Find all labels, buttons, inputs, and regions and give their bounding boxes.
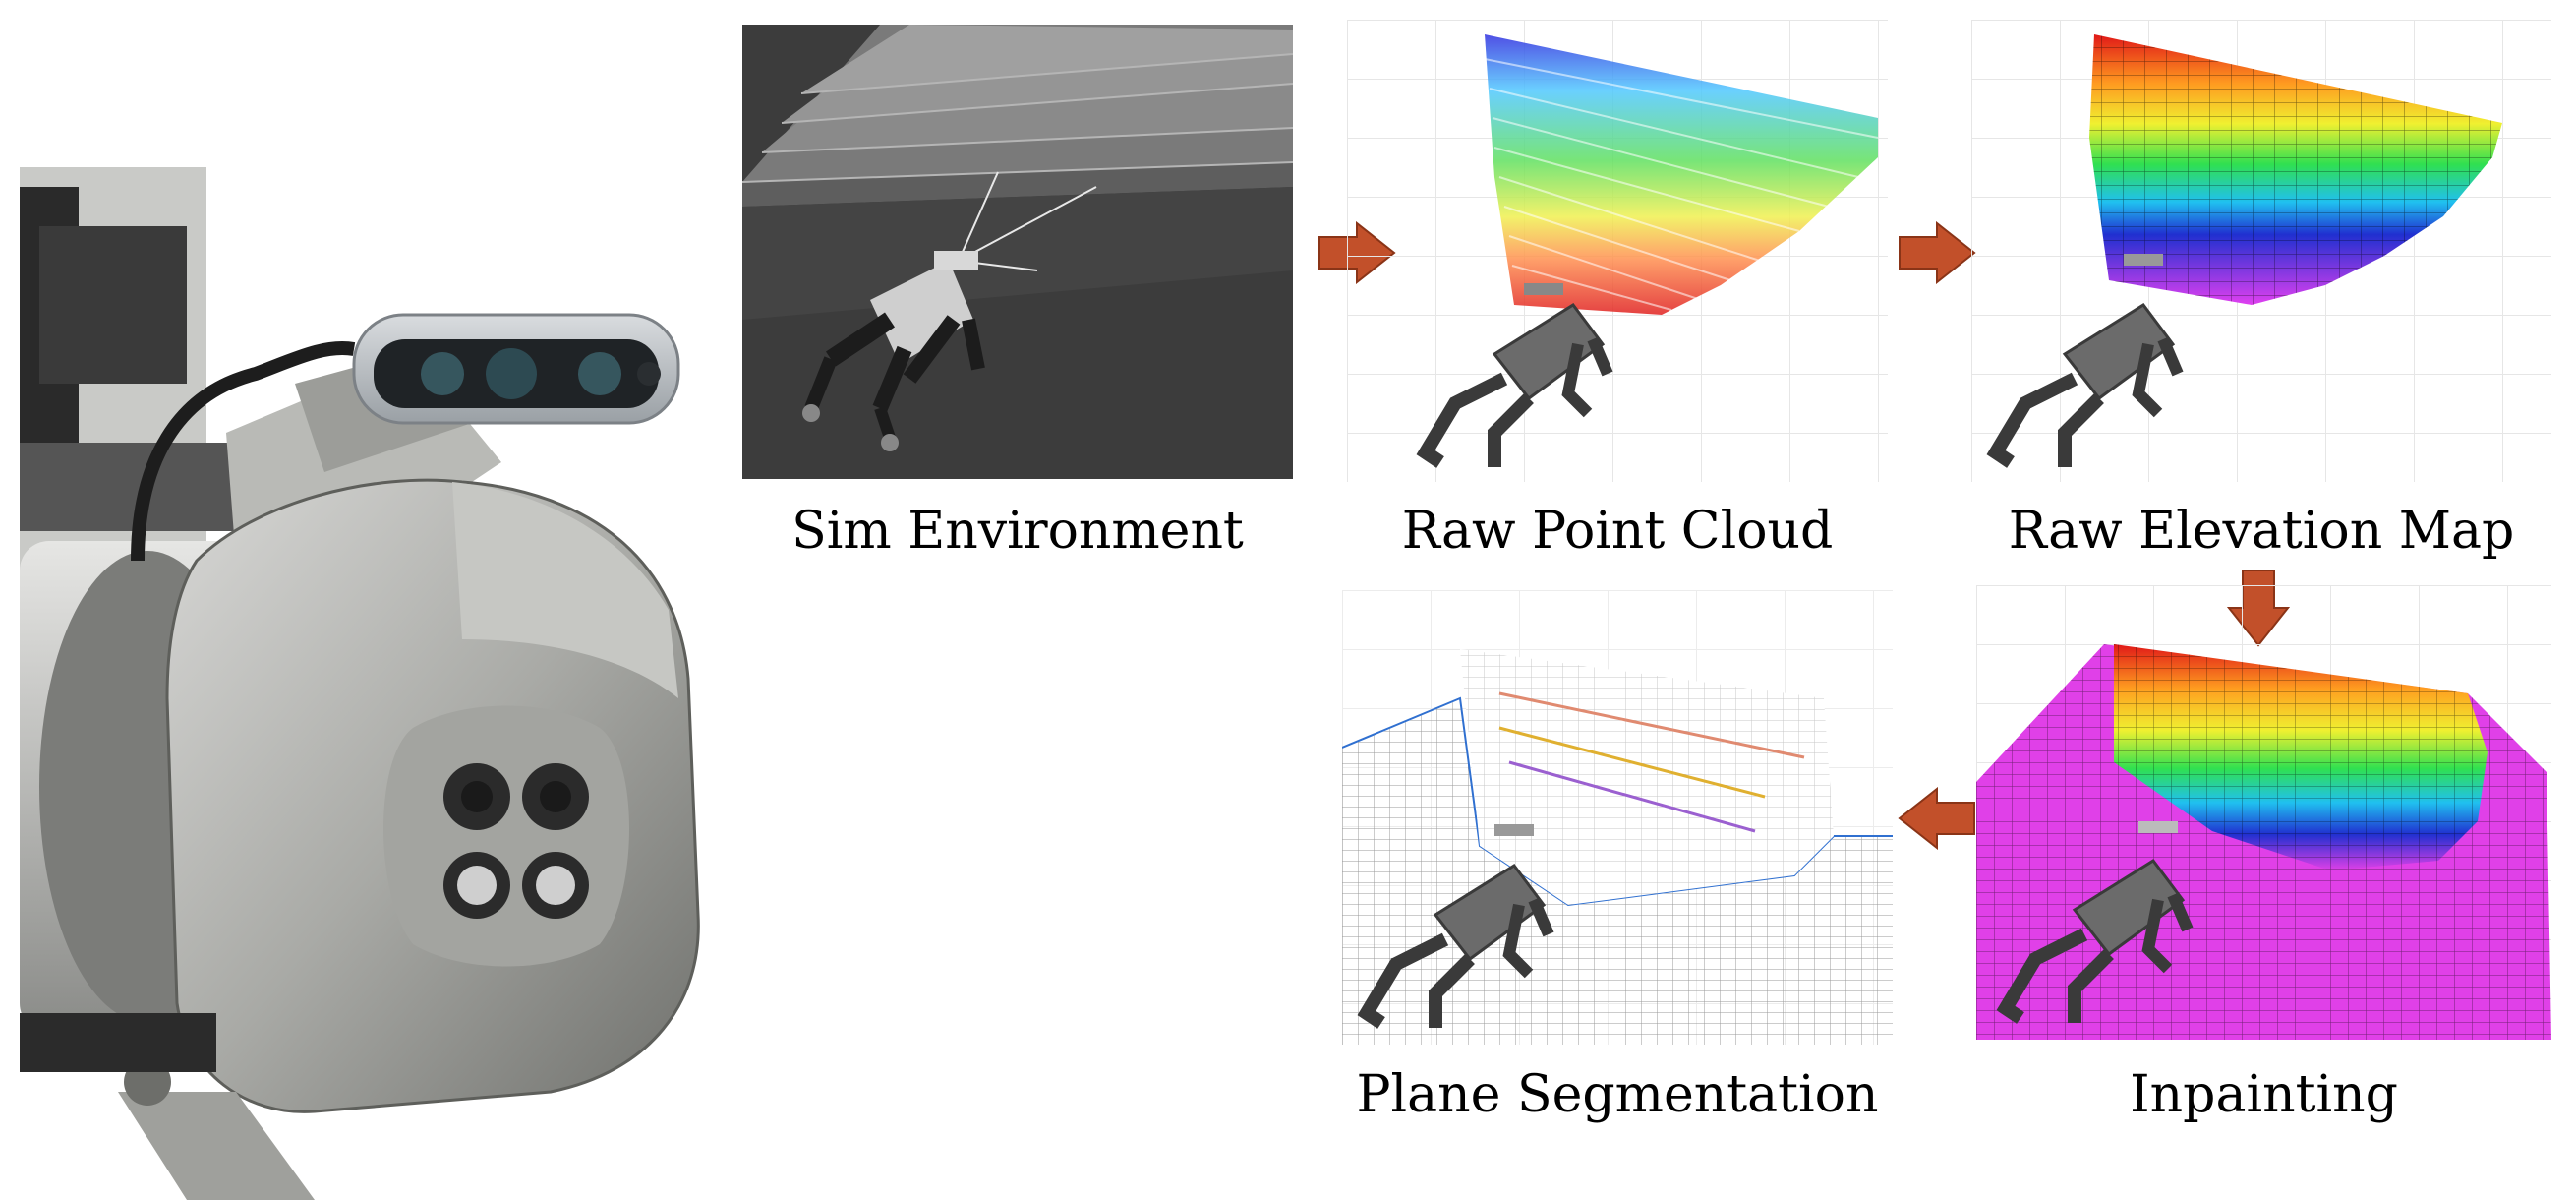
inpainting-image [1976,585,2551,1040]
raw-point-cloud-image [1347,20,1888,482]
robot-camera-photo [0,148,708,1200]
caption-raw-elevation-map: Raw Elevation Map [2008,502,2515,561]
arrow-right-2 [1898,221,1976,284]
raw-elevation-map-image [1971,20,2551,482]
caption-sim-environment: Sim Environment [791,502,1244,561]
sim-environment-image [742,25,1293,479]
caption-inpainting: Inpainting [2130,1065,2398,1124]
plane-segmentation-image [1342,590,1893,1045]
arrow-left [1898,787,1976,850]
caption-raw-point-cloud: Raw Point Cloud [1401,502,1834,561]
caption-plane-segmentation: Plane Segmentation [1356,1065,1879,1124]
